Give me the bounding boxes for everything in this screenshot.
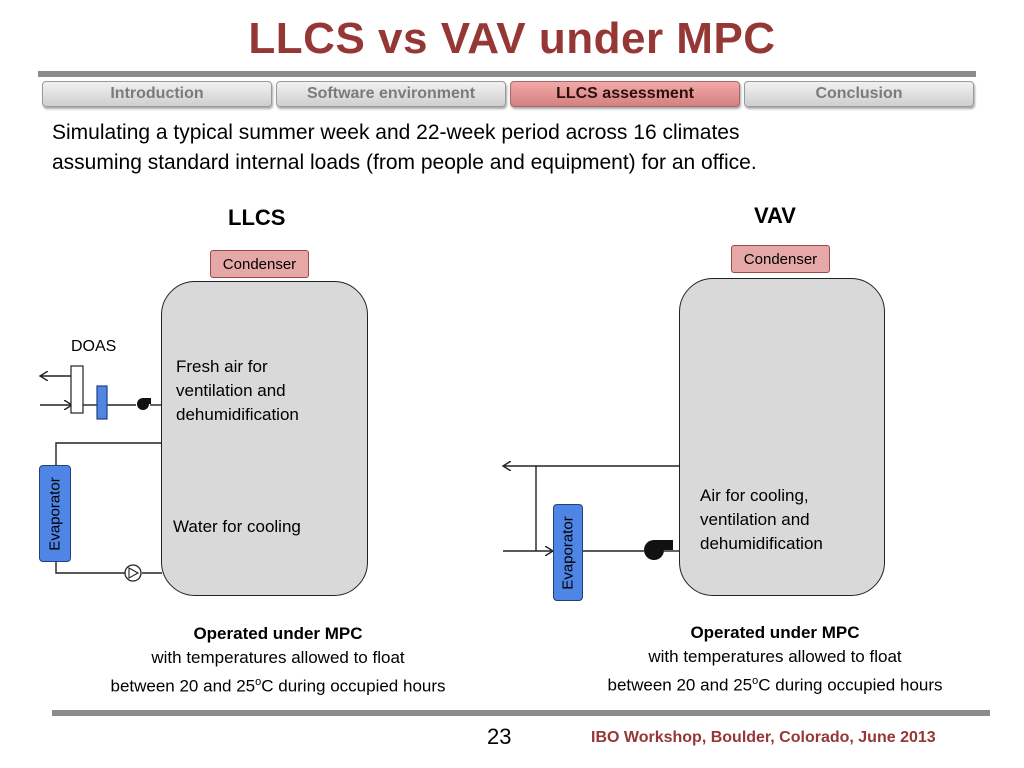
tab-conclusion[interactable]: Conclusion — [744, 81, 974, 107]
pump-icon — [124, 564, 142, 582]
llcs-air-text-1: Fresh air for — [176, 357, 268, 376]
page-number: 23 — [487, 724, 512, 749]
intro-line-2: assuming standard internal loads (from p… — [52, 151, 757, 174]
doas-coil — [96, 385, 108, 420]
bottom-divider — [52, 710, 990, 716]
vav-storage-tank — [679, 278, 885, 596]
llcs-air-text-2: ventilation and — [176, 381, 286, 400]
vav-air-text: Air for cooling, ventilation and dehumid… — [700, 484, 823, 556]
vav-evaporator-label: Evaporator — [559, 515, 577, 590]
llcs-storage-tank — [161, 281, 368, 596]
llcs-caption-line-2: with temperatures allowed to float — [151, 648, 405, 667]
vav-air-text-3: dehumidification — [700, 534, 823, 553]
intro-text: Simulating a typical summer week and 22-… — [52, 118, 952, 178]
vav-evaporator: Evaporator — [553, 504, 583, 601]
doas-heat-exchanger — [70, 365, 84, 414]
llcs-title: LLCS — [228, 205, 286, 230]
water-supply-line — [55, 442, 162, 466]
tab-introduction[interactable]: Introduction — [42, 81, 272, 107]
tab-llcs-assessment[interactable]: LLCS assessment — [510, 81, 740, 107]
footer-text: IBO Workshop, Boulder, Colorado, June 20… — [591, 729, 936, 746]
slide-title: LLCS vs VAV under MPC — [248, 14, 776, 63]
doas-fan-icon — [137, 398, 151, 410]
llcs-water-text: Water for cooling — [173, 517, 301, 536]
llcs-evaporator: Evaporator — [39, 465, 71, 562]
llcs-caption-title: Operated under MPC — [193, 624, 363, 643]
vav-title: VAV — [754, 203, 796, 228]
vav-condenser: Condenser — [731, 245, 830, 273]
llcs-caption-line-3: between 20 and 25oC during occupied hour… — [110, 676, 446, 696]
doas-label: DOAS — [71, 338, 117, 355]
tab-software-environment[interactable]: Software environment — [276, 81, 506, 107]
vav-caption-title: Operated under MPC — [690, 623, 860, 642]
vav-fan-icon — [644, 540, 673, 560]
water-return-line — [55, 562, 125, 574]
llcs-caption: Operated under MPC with temperatures all… — [68, 622, 488, 699]
llcs-air-text: Fresh air for ventilation and dehumidifi… — [176, 355, 299, 427]
vav-air-text-1: Air for cooling, — [700, 486, 809, 505]
vav-caption: Operated under MPC with temperatures all… — [565, 621, 985, 698]
llcs-condenser: Condenser — [210, 250, 309, 278]
vav-air-text-2: ventilation and — [700, 510, 810, 529]
vav-caption-line-2: with temperatures allowed to float — [648, 647, 902, 666]
vav-caption-line-3: between 20 and 25oC during occupied hour… — [607, 675, 943, 695]
llcs-evaporator-label: Evaporator — [46, 476, 64, 551]
llcs-air-text-3: dehumidification — [176, 405, 299, 424]
intro-line-1: Simulating a typical summer week and 22-… — [52, 121, 740, 144]
top-divider — [38, 71, 976, 77]
